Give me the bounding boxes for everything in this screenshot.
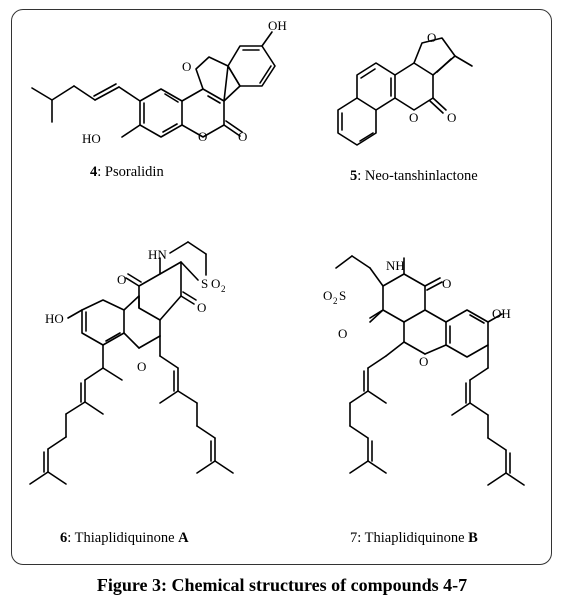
atom-label-o2s-o: O (323, 288, 332, 303)
structure-thiaplidiquinone-b (335, 255, 525, 486)
atom-label-o-pyran-7: O (419, 354, 428, 369)
atom-label-o2-subscript: 2 (221, 284, 226, 294)
atom-label-o2s-subscript: 2 (333, 296, 338, 306)
figure-caption: Figure 3: Chemical structures of compoun… (96, 575, 468, 595)
atom-label-o-quinone-bottom-7: O (338, 326, 347, 341)
atom-label-ho: HO (82, 131, 101, 146)
structure-neo-tanshinlactone (337, 37, 473, 146)
atom-label-o-carbonyl: O (238, 129, 247, 144)
structure-psoralidin (31, 31, 276, 138)
compound-4-label: 4: Psoralidin (90, 164, 164, 180)
atom-label-o-pyran-6: O (137, 359, 146, 374)
atom-label-o-furan: O (182, 59, 191, 74)
structure-thiaplidiquinone-a (29, 241, 234, 485)
atom-label-o2s-s: S (339, 288, 346, 303)
atom-label-oh-7: OH (492, 306, 511, 321)
atom-label-o-lactone: O (198, 129, 207, 144)
atom-label-o-carbonyl-5: O (447, 110, 456, 125)
compound-5-label: 5: Neo-tanshinlactone (350, 168, 478, 184)
figure-frame (11, 9, 552, 565)
atom-label-nh: NH (386, 258, 405, 273)
compound-7-label: 7: Thiaplidiquinone B (350, 530, 478, 546)
atom-label-hn: HN (148, 247, 167, 262)
atom-label-o-furan-5: O (427, 30, 436, 45)
atom-label-o-quinone-top-7: O (442, 276, 451, 291)
compound-6-label: 6: Thiaplidiquinone A (60, 530, 189, 546)
atom-label-o-quinone-top: O (117, 272, 126, 287)
atom-label-s: S (201, 276, 208, 291)
atom-label-oh: OH (268, 18, 287, 33)
atom-label-o-quinone-bottom: O (197, 300, 206, 315)
atom-label-o2: O (211, 276, 220, 291)
atom-label-ho-6: HO (45, 311, 64, 326)
atom-label-o-lactone-5: O (409, 110, 418, 125)
